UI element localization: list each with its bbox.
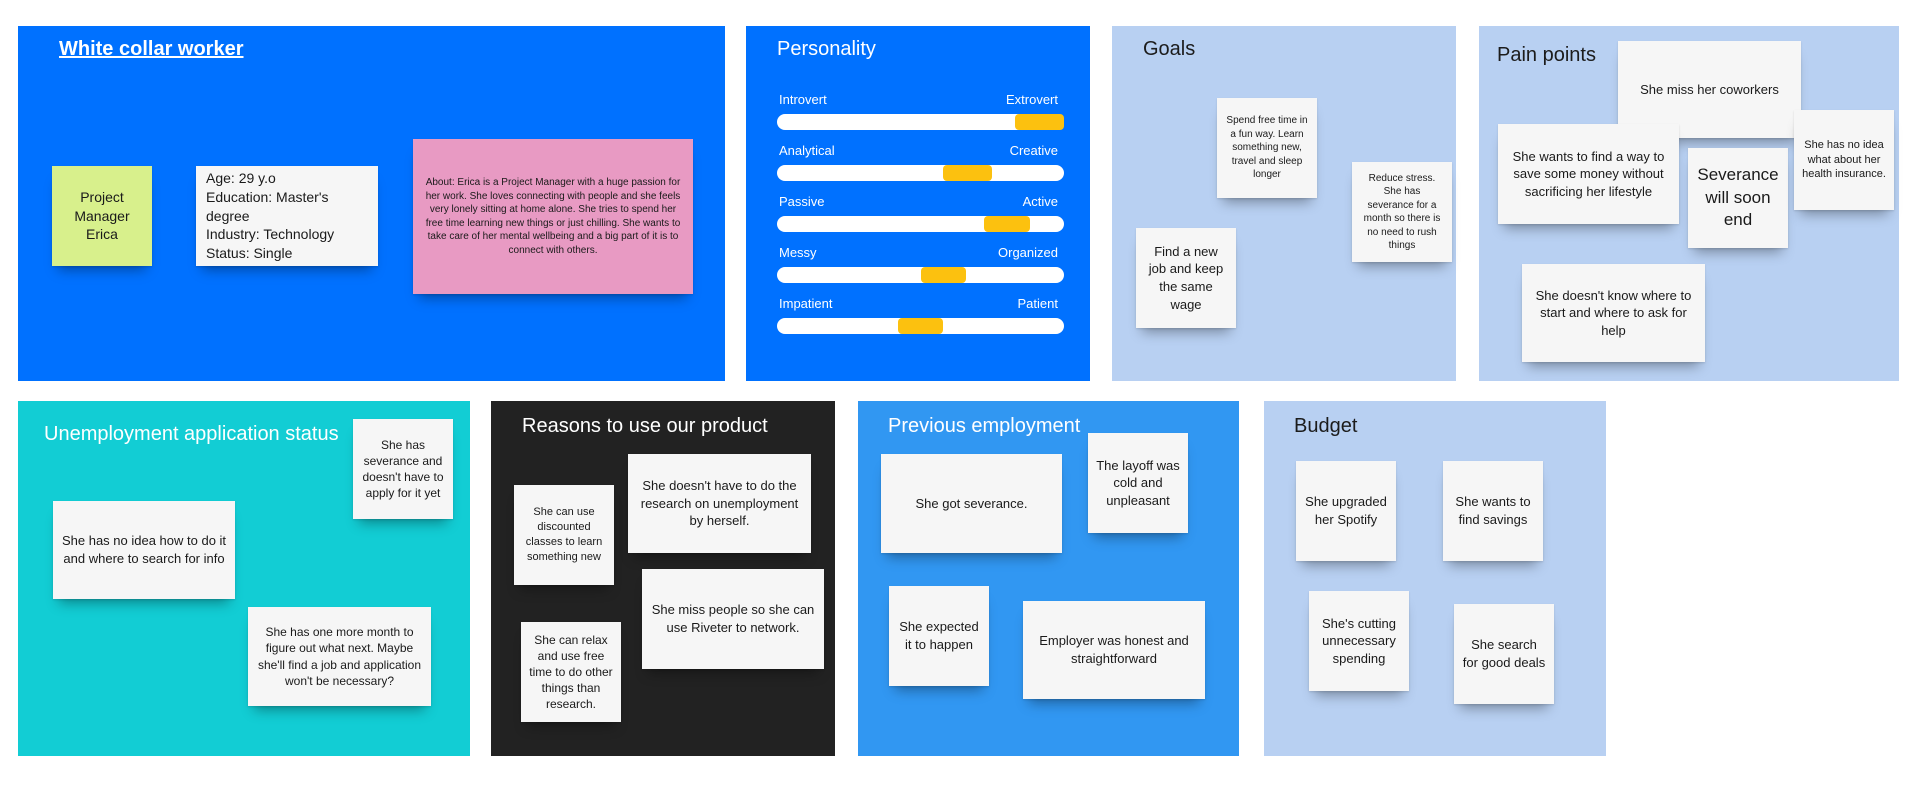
sticky-note[interactable]: She upgraded her Spotify bbox=[1296, 461, 1396, 561]
sticky-note[interactable]: She can relax and use free time to do ot… bbox=[521, 622, 621, 722]
slider-thumb[interactable] bbox=[897, 318, 944, 334]
slider-track[interactable] bbox=[777, 114, 1064, 130]
frame-white-collar-worker[interactable]: White collar worker Project Manager Eric… bbox=[18, 26, 725, 381]
sticky-note[interactable]: Employer was honest and straightforward bbox=[1023, 601, 1205, 699]
slider-right-label: Active bbox=[1022, 194, 1058, 209]
sticky-note[interactable]: She got severance. bbox=[881, 454, 1062, 553]
frame-goals[interactable]: Goals Spend free time in a fun way. Lear… bbox=[1112, 26, 1456, 381]
frame-title: Goals bbox=[1143, 38, 1196, 60]
sticky-note[interactable]: She search for good deals bbox=[1454, 604, 1554, 704]
sticky-note[interactable]: She wants to find a way to save some mon… bbox=[1498, 124, 1679, 224]
frame-title: Unemployment application status bbox=[44, 423, 339, 445]
frame-budget[interactable]: Budget She upgraded her Spotify She want… bbox=[1264, 401, 1606, 756]
sticky-note[interactable]: She has severance and doesn't have to ap… bbox=[353, 419, 453, 519]
sticky-note[interactable]: She miss her coworkers bbox=[1618, 41, 1801, 138]
sticky-note-about[interactable]: About: Erica is a Project Manager with a… bbox=[413, 139, 693, 294]
sticky-note[interactable]: She doesn't know where to start and wher… bbox=[1522, 264, 1705, 362]
frame-previous-employment[interactable]: Previous employment She got severance. T… bbox=[858, 401, 1239, 756]
sticky-note[interactable]: She has one more month to figure out wha… bbox=[248, 607, 431, 706]
sticky-note[interactable]: Find a new job and keep the same wage bbox=[1136, 228, 1236, 328]
frame-title: White collar worker bbox=[59, 38, 244, 60]
sticky-note-name[interactable]: Project Manager Erica bbox=[52, 166, 152, 266]
slider-left-label: Messy bbox=[779, 245, 817, 260]
slider-thumb[interactable] bbox=[983, 216, 1030, 232]
slider-right-label: Patient bbox=[1017, 296, 1058, 311]
sticky-note[interactable]: She's cutting unnecessary spending bbox=[1309, 591, 1409, 691]
sticky-note[interactable]: Spend free time in a fun way. Learn some… bbox=[1217, 98, 1317, 198]
slider-track[interactable] bbox=[777, 318, 1064, 334]
frame-title: Pain points bbox=[1497, 44, 1596, 66]
frame-title: Previous employment bbox=[888, 415, 1081, 437]
slider-track[interactable] bbox=[777, 165, 1064, 181]
sticky-note[interactable]: The layoff was cold and unpleasant bbox=[1088, 433, 1188, 533]
slider-right-label: Extrovert bbox=[1005, 92, 1058, 107]
slider-left-label: Analytical bbox=[779, 143, 835, 158]
slider-thumb[interactable] bbox=[943, 165, 993, 181]
frame-title: Reasons to use our product bbox=[522, 415, 768, 437]
sticky-note[interactable]: Reduce stress. She has severance for a m… bbox=[1352, 162, 1452, 262]
sticky-note-info[interactable]: Age: 29 y.o Education: Master's degree I… bbox=[196, 166, 378, 266]
sticky-note[interactable]: She can use discounted classes to learn … bbox=[514, 485, 614, 585]
frame-unemployment-status[interactable]: Unemployment application status She has … bbox=[18, 401, 470, 756]
slider-track[interactable] bbox=[777, 216, 1064, 232]
sticky-note[interactable]: She expected it to happen bbox=[889, 586, 989, 686]
sticky-note[interactable]: She wants to find savings bbox=[1443, 461, 1543, 561]
frame-title: Personality bbox=[777, 38, 876, 60]
sticky-note[interactable]: She miss people so she can use Riveter t… bbox=[642, 569, 824, 669]
sticky-note[interactable]: Severance will soon end bbox=[1688, 148, 1788, 248]
slider-track[interactable] bbox=[777, 267, 1064, 283]
slider-thumb[interactable] bbox=[920, 267, 967, 283]
slider-thumb[interactable] bbox=[1015, 114, 1064, 130]
slider-right-label: Creative bbox=[1009, 143, 1058, 158]
frame-reasons[interactable]: Reasons to use our product She doesn't h… bbox=[491, 401, 835, 756]
frame-title: Budget bbox=[1294, 415, 1358, 437]
slider-right-label: Organized bbox=[998, 245, 1058, 260]
sticky-note[interactable]: She has no idea how to do it and where t… bbox=[53, 501, 235, 599]
frame-pain-points[interactable]: Pain points She miss her coworkers She w… bbox=[1479, 26, 1899, 381]
slider-left-label: Introvert bbox=[779, 92, 827, 107]
sticky-note[interactable]: She doesn't have to do the research on u… bbox=[628, 454, 811, 553]
slider-left-label: Impatient bbox=[779, 296, 833, 311]
slider-left-label: Passive bbox=[779, 194, 825, 209]
sticky-note[interactable]: She has no idea what about her health in… bbox=[1794, 110, 1894, 210]
